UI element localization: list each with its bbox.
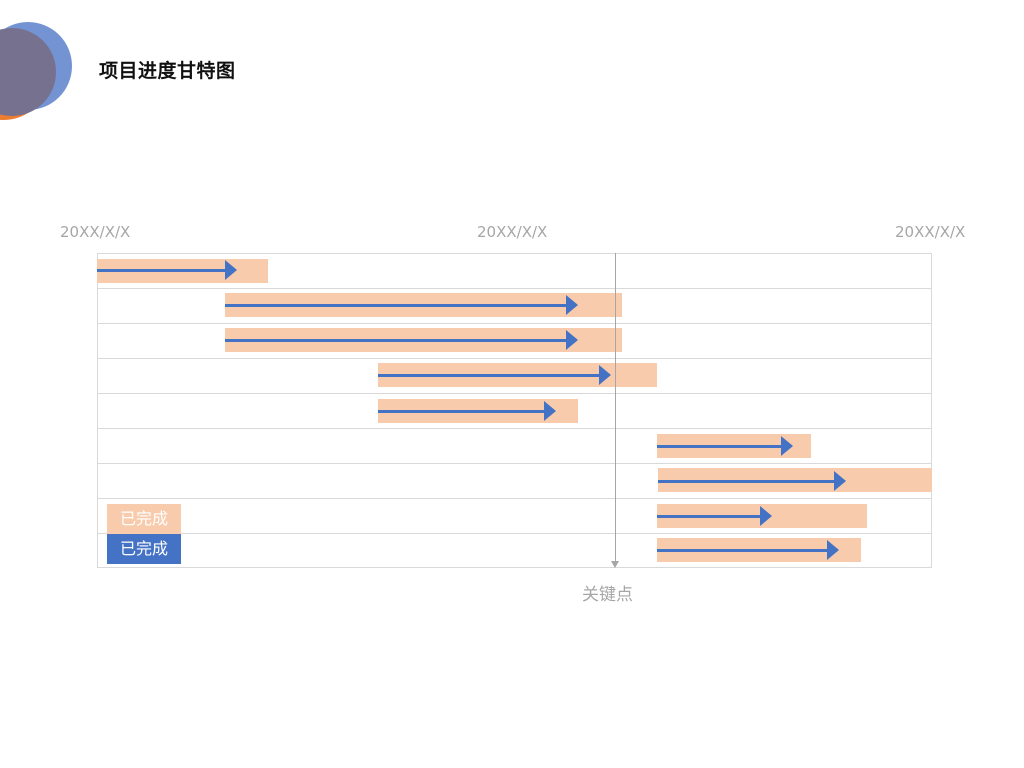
arrow-head-icon — [566, 295, 578, 315]
key-point-line — [615, 253, 616, 561]
task-progress-arrow — [97, 269, 225, 272]
task-progress-arrow — [657, 445, 782, 448]
task-progress-arrow — [225, 339, 567, 342]
task-progress-arrow — [225, 304, 567, 307]
arrow-head-icon — [781, 436, 793, 456]
legend-progress: 已完成 — [107, 534, 181, 564]
timeline-end-label: 20XX/X/X — [895, 223, 966, 241]
key-point-label: 关键点 — [582, 585, 633, 605]
arrow-head-icon — [599, 365, 611, 385]
row-divider — [98, 533, 931, 534]
task-progress-arrow — [657, 549, 827, 552]
task-progress-arrow — [378, 410, 544, 413]
arrow-head-icon — [544, 401, 556, 421]
row-divider — [98, 288, 931, 289]
row-divider — [98, 428, 931, 429]
arrow-head-icon — [827, 540, 839, 560]
row-divider — [98, 358, 931, 359]
key-point-arrow-icon — [611, 561, 619, 568]
page-title: 项目进度甘特图 — [99, 60, 236, 82]
gantt-grid — [97, 253, 932, 568]
row-divider — [98, 393, 931, 394]
row-divider — [98, 323, 931, 324]
arrow-head-icon — [760, 506, 772, 526]
task-progress-arrow — [657, 515, 760, 518]
task-progress-arrow — [378, 374, 600, 377]
arrow-head-icon — [225, 260, 237, 280]
row-divider — [98, 463, 931, 464]
legend-planned: 已完成 — [107, 504, 181, 534]
timeline-start-label: 20XX/X/X — [60, 223, 131, 241]
arrow-head-icon — [834, 471, 846, 491]
row-divider — [98, 498, 931, 499]
arrow-head-icon — [566, 330, 578, 350]
task-progress-arrow — [658, 480, 834, 483]
timeline-mid-label: 20XX/X/X — [477, 223, 548, 241]
